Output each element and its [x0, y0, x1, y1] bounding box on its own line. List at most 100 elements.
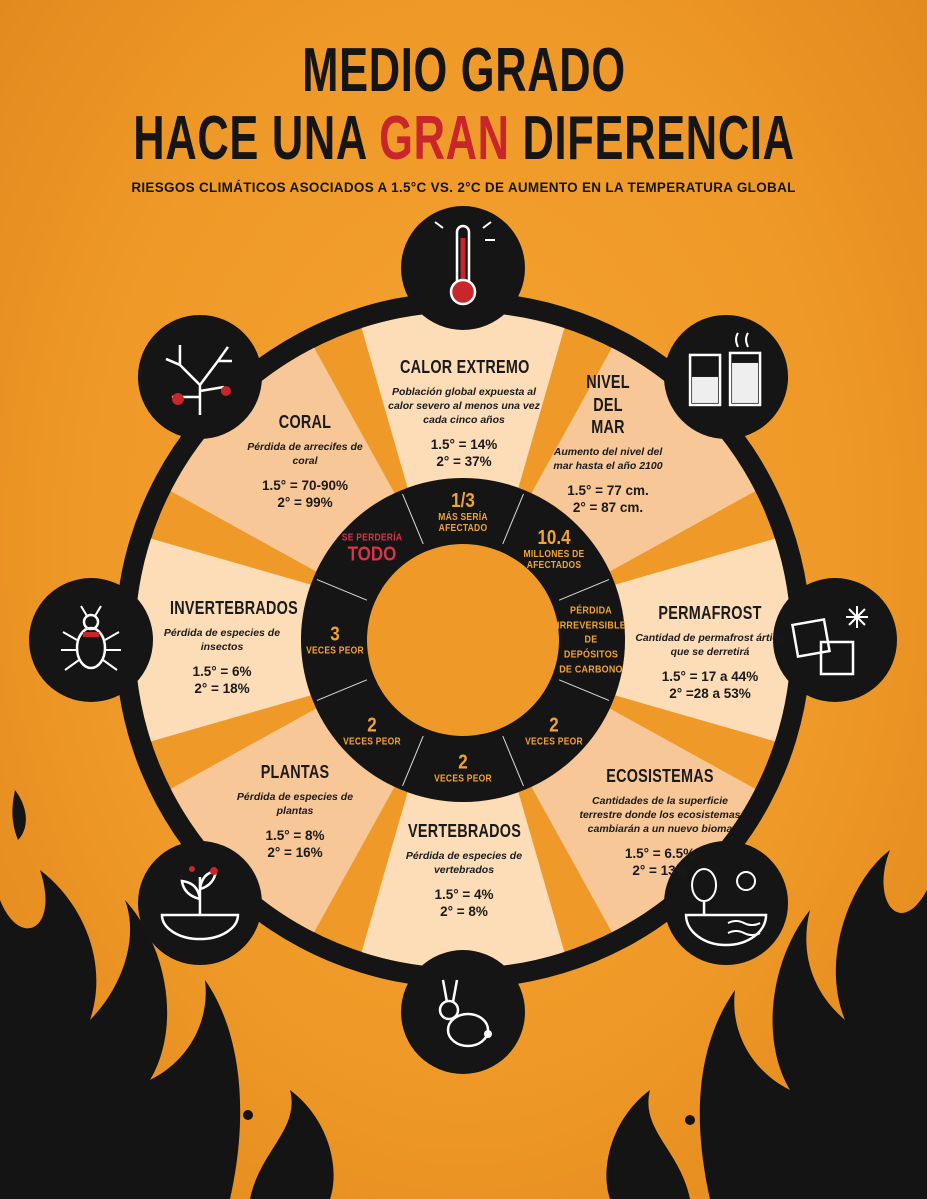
segment-5 — [170, 708, 395, 933]
segment-description: Pérdida de especies de plantas — [236, 790, 354, 817]
icon-circle — [664, 314, 789, 439]
inner-label: MÁS SERÍA AFECTADO — [438, 512, 488, 534]
ice-cubes-icon — [791, 606, 868, 676]
inner-number: TODO — [348, 543, 397, 566]
segment-value-1-5: 1.5° = 77 cm. — [567, 482, 649, 498]
ecosystem-icon — [684, 868, 768, 947]
inner-label: VECES PEOR — [524, 736, 583, 747]
inner-ring-label: PÉRDIDA IRREVERSIBLE DE DEPÓSITOS DE CAR… — [551, 603, 631, 676]
flames — [0, 790, 927, 1199]
segment-value-1-5: 1.5° = 6% — [192, 663, 252, 679]
insect-icon — [61, 605, 121, 671]
inner-divider — [502, 735, 524, 787]
segment-description: Pérdida de arrecifes de coral — [247, 440, 363, 467]
inner-label: VECES PEOR — [306, 645, 364, 657]
inner-number: 2 — [367, 714, 378, 736]
segment-description: Población global expuesta al calor sever… — [388, 385, 540, 426]
inner-label: SE PERDERÍA — [342, 532, 403, 544]
segment-invertebrados: INVERTEBRADOS Pérdida de especies de inse… — [157, 597, 298, 698]
segment-value-2: 2° = 87 cm. — [572, 499, 644, 515]
segment-title: ECOSISTEMAS — [606, 766, 714, 786]
title-line-2: HACE UNA GRAN DIFERENCIA — [133, 108, 794, 170]
icon-circle — [401, 950, 525, 1074]
segment-nivel-del-mar: NIVEL DEL MAR Aumento del nivel del mar h… — [543, 371, 673, 517]
segment-6 — [135, 538, 311, 742]
title-part: HACE UNA — [132, 104, 379, 173]
inner-number: 2 — [548, 714, 559, 736]
center-circle — [367, 544, 559, 736]
subtitle: RIESGOS CLIMÁTICOS ASOCIADOS A 1.5°C VS.… — [131, 180, 796, 195]
inner-number: 2 — [458, 751, 468, 774]
segment-value-2: 2° = 99% — [277, 494, 333, 510]
segment-title: PERMAFROST — [658, 603, 762, 623]
segment-title: NIVEL DEL MAR — [586, 372, 630, 437]
segment-coral: CORAL Pérdida de arrecifes de coral 1.5° … — [240, 411, 370, 512]
rabbit-icon — [438, 979, 492, 1048]
inner-label: VECES PEOR — [343, 736, 402, 747]
inner-number: 3 — [330, 623, 340, 646]
segment-0 — [361, 312, 565, 488]
coral-icon — [165, 344, 232, 415]
inner-number: 1/3 — [451, 490, 475, 512]
icon-circle — [137, 314, 262, 439]
thermometer-icon — [434, 221, 495, 306]
segment-permafrost: PERMAFROST Cantidad de permafrost ártico … — [635, 602, 785, 703]
inner-divider — [502, 493, 524, 545]
segment-value-1-5: 1.5° = 4% — [434, 886, 494, 902]
inner-divider — [558, 679, 610, 701]
segment-value-1-5: 1.5° = 70-90% — [261, 477, 349, 493]
inner-label: MILLONES DE AFECTADOS — [523, 549, 584, 572]
segment-title: CALOR EXTREMO — [400, 357, 530, 377]
segment-description: Cantidad de permafrost ártico que se der… — [635, 631, 785, 658]
segment-value-1-5: 1.5° = 14% — [430, 437, 498, 453]
segment-1 — [531, 347, 756, 572]
title-line-1: MEDIO GRADO — [301, 36, 626, 105]
segment-value-2: 2° = 13% — [632, 862, 688, 878]
segment-description: Aumento del nivel del mar hasta el año 2… — [553, 445, 663, 472]
segment-description: Pérdida de especies de insectos — [163, 626, 281, 653]
plant-icon — [160, 866, 240, 941]
segment-value-1-5: 1.5° = 17 a 44% — [661, 668, 759, 684]
segment-value-2: 2° = 37% — [436, 453, 492, 469]
segment-value-2: 2° = 18% — [194, 680, 250, 696]
segment-description: Pérdida de especies de vertebrados — [405, 849, 523, 876]
segment-7 — [170, 347, 395, 572]
segment-ecosistemas: ECOSISTEMAS Cantidades de la superficie t… — [570, 765, 750, 880]
water-glasses-icon — [688, 332, 762, 407]
icon-circle — [29, 578, 153, 702]
inner-divider — [402, 493, 424, 545]
segment-description: Cantidades de la superficie terrestre do… — [579, 794, 741, 835]
inner-number: 10.4 — [536, 527, 571, 550]
segment-value-1-5: 1.5° = 6.5% — [624, 846, 696, 862]
segment-3 — [531, 708, 756, 933]
segment-title: CORAL — [278, 412, 332, 432]
segment-value-2: 2° = 16% — [267, 844, 323, 860]
inner-divider — [316, 679, 368, 701]
inner-divider — [316, 579, 368, 601]
segment-vertebrados: VERTEBRADOS Pérdida de especies de verteb… — [394, 820, 534, 921]
segment-2 — [615, 538, 791, 742]
title-part: DIFERENCIA — [509, 104, 795, 173]
segment-title: INVERTEBRADOS — [170, 598, 298, 618]
inner-label: VECES PEOR — [434, 773, 492, 785]
inner-divider — [402, 735, 424, 787]
segment-4 — [361, 792, 565, 968]
segment-value-2: 2° = 8% — [440, 903, 488, 919]
title-highlight: GRAN — [378, 104, 510, 173]
inner-divider — [558, 579, 610, 601]
segment-value-2: 2° =28 a 53% — [669, 685, 751, 701]
icon-circle — [773, 578, 897, 702]
inner-label: PÉRDIDA IRREVERSIBLE DE DEPÓSITOS DE CAR… — [557, 604, 627, 676]
segment-title: VERTEBRADOS — [408, 821, 522, 841]
segment-calor-extremo: CALOR EXTREMO Población global expuesta a… — [384, 356, 544, 471]
segment-value-1-5: 1.5° = 8% — [265, 827, 325, 843]
